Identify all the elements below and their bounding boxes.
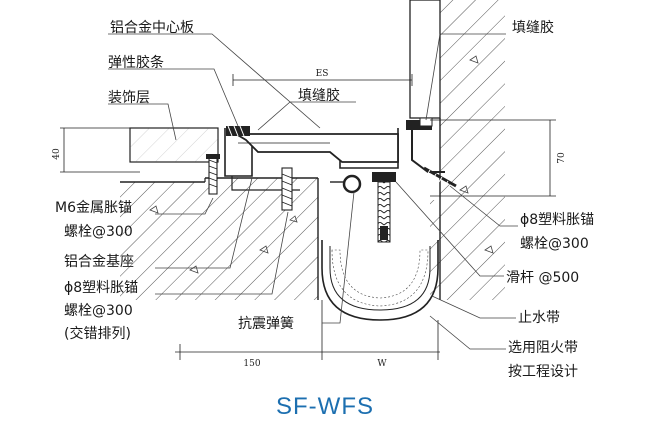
wall-finish-panel bbox=[409, 0, 441, 119]
waterstop-u-channel bbox=[321, 240, 439, 321]
right-anchor-bracket bbox=[406, 117, 445, 173]
m6-metal-anchor-bolt bbox=[206, 154, 220, 195]
leader-phi8-left bbox=[155, 211, 289, 295]
aluminium-center-plate bbox=[232, 133, 399, 163]
leader-base-seat bbox=[155, 177, 253, 269]
label-sealant-right: 填缝胶 bbox=[512, 19, 554, 36]
label-finish-layer: 装饰层 bbox=[108, 90, 150, 106]
dimension-40-text: 40 bbox=[52, 148, 62, 160]
label-seismic-spring: 抗震弹簧 bbox=[238, 316, 294, 332]
leader-lines bbox=[108, 33, 518, 350]
right-wall bbox=[409, 0, 505, 300]
label-m6-anchor-line1: M6金属胀锚 bbox=[55, 200, 132, 216]
seismic-spring bbox=[330, 174, 362, 194]
dimension-bottom: 150 W bbox=[175, 300, 440, 369]
label-sealant-mid: 填缝胶 bbox=[298, 87, 340, 104]
leader-m6-anchor bbox=[155, 197, 214, 215]
phi8-plastic-anchor-right bbox=[423, 166, 457, 188]
dimension-40: 40 bbox=[52, 127, 140, 173]
dimension-w-text: W bbox=[377, 359, 387, 369]
leader-seismic-spring bbox=[322, 191, 355, 324]
leader-finish-layer bbox=[108, 103, 177, 141]
leader-slide-bar bbox=[395, 181, 504, 277]
leader-phi8-right bbox=[449, 185, 518, 227]
diagram-title: SF-WFS bbox=[276, 393, 374, 420]
leader-fire-band bbox=[429, 315, 506, 350]
label-m6-anchor-line2: 螺栓@300 bbox=[64, 224, 133, 240]
label-phi8-left-line3: (交错排列) bbox=[64, 325, 131, 342]
dimension-es: ES bbox=[232, 69, 413, 86]
label-phi8-right-line1: ϕ8塑料胀锚 bbox=[520, 212, 594, 228]
leader-elastic-strip bbox=[108, 68, 239, 127]
leader-waterstop bbox=[431, 295, 516, 319]
dimension-70-text: 70 bbox=[557, 152, 567, 164]
label-phi8-left-line1: ϕ8塑料胀锚 bbox=[64, 280, 138, 296]
dimension-es-text: ES bbox=[316, 69, 329, 79]
label-center-plate: 铝合金中心板 bbox=[110, 20, 194, 36]
leader-sealant-mid bbox=[257, 101, 356, 131]
label-waterstop: 止水带 bbox=[518, 310, 560, 326]
elastic-strip bbox=[226, 125, 250, 137]
label-elastic-strip: 弹性胶条 bbox=[108, 54, 164, 71]
leader-sealant-right bbox=[425, 33, 506, 121]
label-phi8-left-line2: 螺栓@300 bbox=[64, 303, 133, 319]
dimension-70: 70 bbox=[430, 119, 567, 197]
label-fire-line1: 选用阻火带 bbox=[508, 340, 578, 356]
phi8-plastic-anchor-left bbox=[281, 167, 293, 211]
label-slide-bar: 滑杆 @500 bbox=[506, 269, 579, 286]
label-fire-line2: 按工程设计 bbox=[508, 364, 578, 380]
dimension-150-text: 150 bbox=[243, 359, 260, 369]
label-base-seat: 铝合金基座 bbox=[64, 253, 134, 270]
leader-center-plate bbox=[108, 33, 321, 129]
left-floor-slab bbox=[120, 127, 319, 300]
slide-bar bbox=[372, 172, 396, 243]
label-phi8-right-line2: 螺栓@300 bbox=[520, 236, 589, 252]
